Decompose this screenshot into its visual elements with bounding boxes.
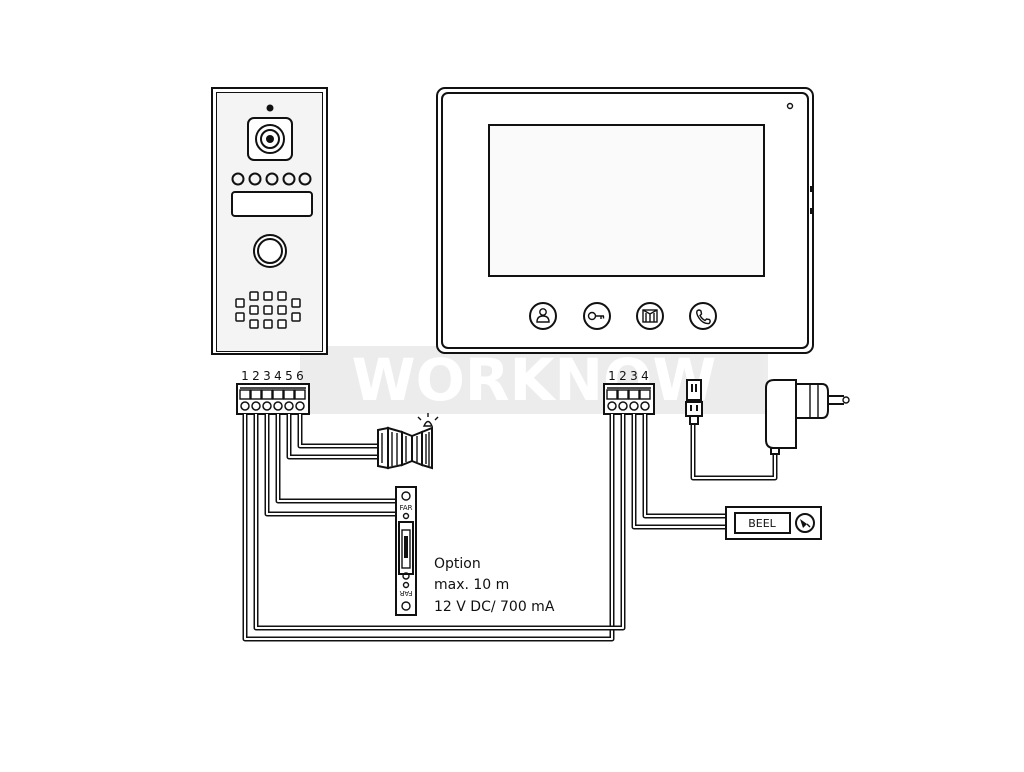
door-station-terminal-block: 1 2 3 4 5 6: [236, 369, 310, 415]
speaker-grille: [235, 291, 301, 329]
doorbell-push-button[interactable]: BEEL: [725, 506, 822, 540]
lock-note-line2: max. 10 m: [434, 577, 509, 593]
watermark-text: WORKNOW: [352, 346, 717, 414]
monitor-button-intercom[interactable]: [529, 302, 557, 330]
warning-light-icon: [417, 413, 439, 427]
power-led-icon: [786, 102, 794, 110]
terminal-label-3: 3: [263, 369, 271, 383]
monitor-terminal-label-4: 4: [641, 369, 649, 383]
doorbell-label: BEEL: [748, 517, 776, 530]
terminal-label-5: 5: [285, 369, 293, 383]
terminal-label-2: 2: [252, 369, 260, 383]
wires: [242, 414, 778, 642]
lock-bottom-marking: FAR: [399, 589, 412, 597]
power-connector-icon: [685, 379, 703, 425]
handset-icon: [696, 309, 711, 325]
name-plate: [231, 191, 313, 217]
monitor-button-handset[interactable]: [689, 302, 717, 330]
terminal-label-6: 6: [296, 369, 304, 383]
monitor-button-unlock[interactable]: [583, 302, 611, 330]
monitor-terminal-label-2: 2: [619, 369, 627, 383]
key-icon: [587, 311, 605, 321]
intercom-icon: [536, 308, 550, 323]
monitor-terminal-block: 1 2 3 4: [603, 369, 655, 415]
terminal-label-1: 1: [241, 369, 249, 383]
electric-door-lock: FAR FAR: [395, 486, 417, 616]
microphone-hole-icon: [266, 104, 274, 112]
lock-top-marking: FAR: [399, 504, 412, 512]
bell-icon: [795, 513, 815, 533]
call-button[interactable]: [253, 234, 287, 268]
indoor-monitor: [436, 87, 814, 354]
power-adapter-icon: [765, 379, 850, 455]
gate-opener-icon: [377, 413, 439, 470]
gate-icon: [642, 309, 658, 323]
monitor-terminal-label-1: 1: [608, 369, 616, 383]
lock-note: Option max. 10 m 12 V DC/ 700 mA: [434, 556, 555, 615]
monitor-terminal-label-3: 3: [630, 369, 638, 383]
monitor-button-gate[interactable]: [636, 302, 664, 330]
lock-note-line3: 12 V DC/ 700 mA: [434, 599, 555, 615]
door-station: [211, 87, 328, 355]
lock-note-line1: Option: [434, 556, 481, 572]
terminal-label-4: 4: [274, 369, 282, 383]
led-indicators: [231, 172, 312, 186]
camera-icon: [247, 117, 293, 161]
